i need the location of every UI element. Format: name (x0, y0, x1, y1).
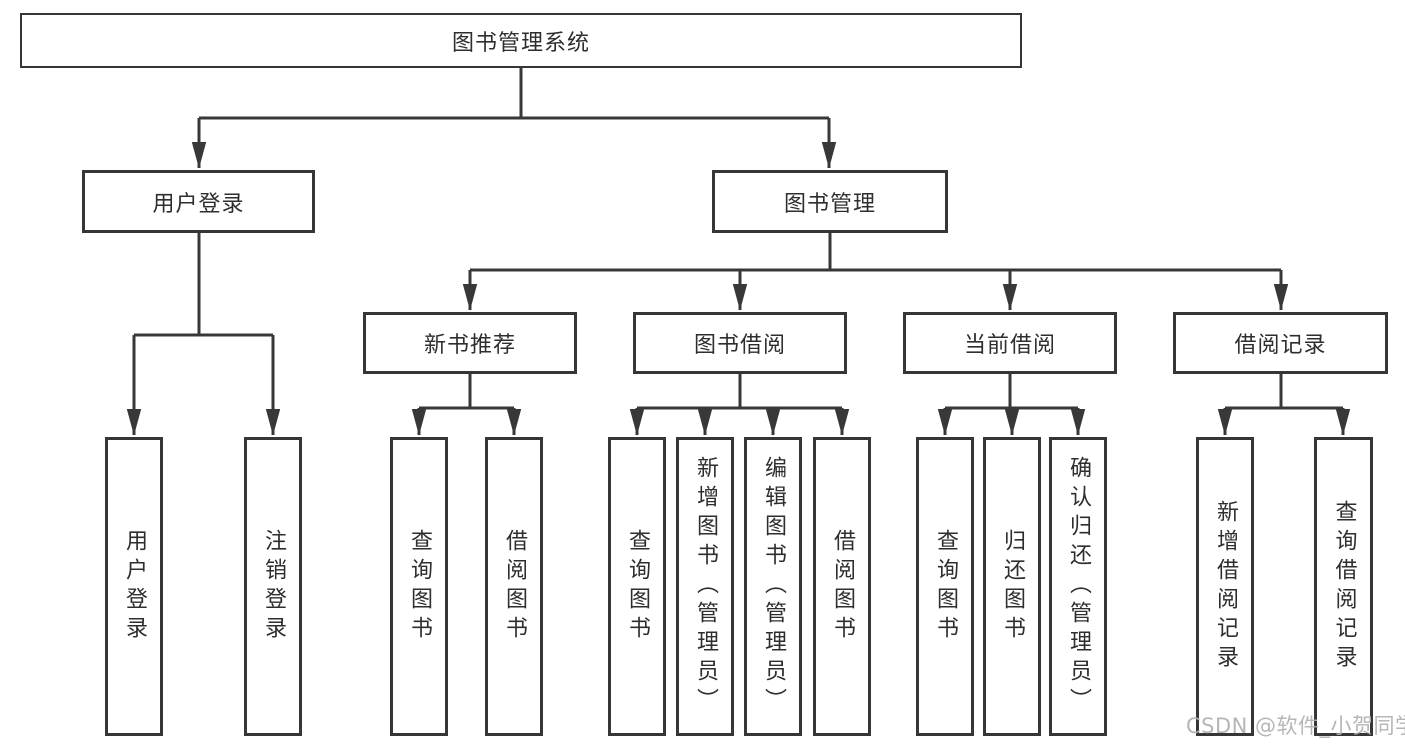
node-label: 注销登录 (261, 528, 286, 645)
leaf-logout: 注销登录 (244, 437, 302, 736)
node-book-borrowing: 图书借阅 (633, 312, 847, 374)
node-label: 用户登录 (152, 191, 245, 217)
leaf-query-borrow-record: 查询借阅记录 (1314, 437, 1373, 736)
node-label: 图书借阅 (693, 333, 786, 358)
leaf-borrow-books-recommend: 借阅图书 (485, 437, 543, 736)
leaf-query-books-borrowing: 查询图书 (608, 437, 666, 736)
node-label: 查询图书 (933, 528, 958, 645)
leaf-edit-book-admin: 编辑图书（管理员） (744, 437, 802, 736)
node-label: 用户登录 (122, 528, 147, 645)
node-label: 新书推荐 (423, 333, 516, 358)
leaf-add-borrow-record: 新增借阅记录 (1196, 437, 1254, 736)
node-label: 编辑图书（管理员） (761, 456, 786, 717)
csdn-watermark: CSDN @软件_小贺同学 (1186, 714, 1405, 738)
node-root-system: 图书管理系统 (20, 13, 1022, 68)
node-label: 查询图书 (625, 528, 650, 645)
node-label: 确认归还（管理员） (1066, 456, 1091, 717)
node-label: 新增借阅记录 (1213, 499, 1238, 674)
node-label: 归还图书 (1000, 528, 1025, 645)
node-label: 借阅记录 (1234, 333, 1327, 358)
leaf-confirm-return-admin: 确认归还（管理员） (1049, 437, 1107, 736)
leaf-borrow-books-borrowing: 借阅图书 (813, 437, 871, 736)
leaf-user-login: 用户登录 (105, 437, 163, 736)
node-label: 借阅图书 (502, 528, 527, 645)
leaf-query-books-recommend: 查询图书 (390, 437, 448, 736)
node-label: 图书管理 (783, 191, 876, 217)
node-label: 当前借阅 (963, 333, 1056, 358)
node-label: 新增图书（管理员） (693, 456, 718, 717)
connector-trunks (134, 68, 1343, 410)
node-label: 图书管理系统 (451, 30, 590, 56)
leaf-return-books: 归还图书 (983, 437, 1041, 736)
leaf-query-books-current: 查询图书 (916, 437, 974, 736)
node-current-borrowing: 当前借阅 (903, 312, 1117, 374)
node-borrowing-records: 借阅记录 (1173, 312, 1388, 374)
node-label: 查询借阅记录 (1331, 499, 1357, 674)
node-label: 查询图书 (407, 528, 432, 645)
node-book-management: 图书管理 (712, 170, 948, 233)
node-new-book-recommend: 新书推荐 (363, 312, 577, 374)
leaf-add-book-admin: 新增图书（管理员） (676, 437, 734, 736)
node-label: 借阅图书 (830, 528, 855, 645)
node-user-login: 用户登录 (82, 170, 315, 233)
